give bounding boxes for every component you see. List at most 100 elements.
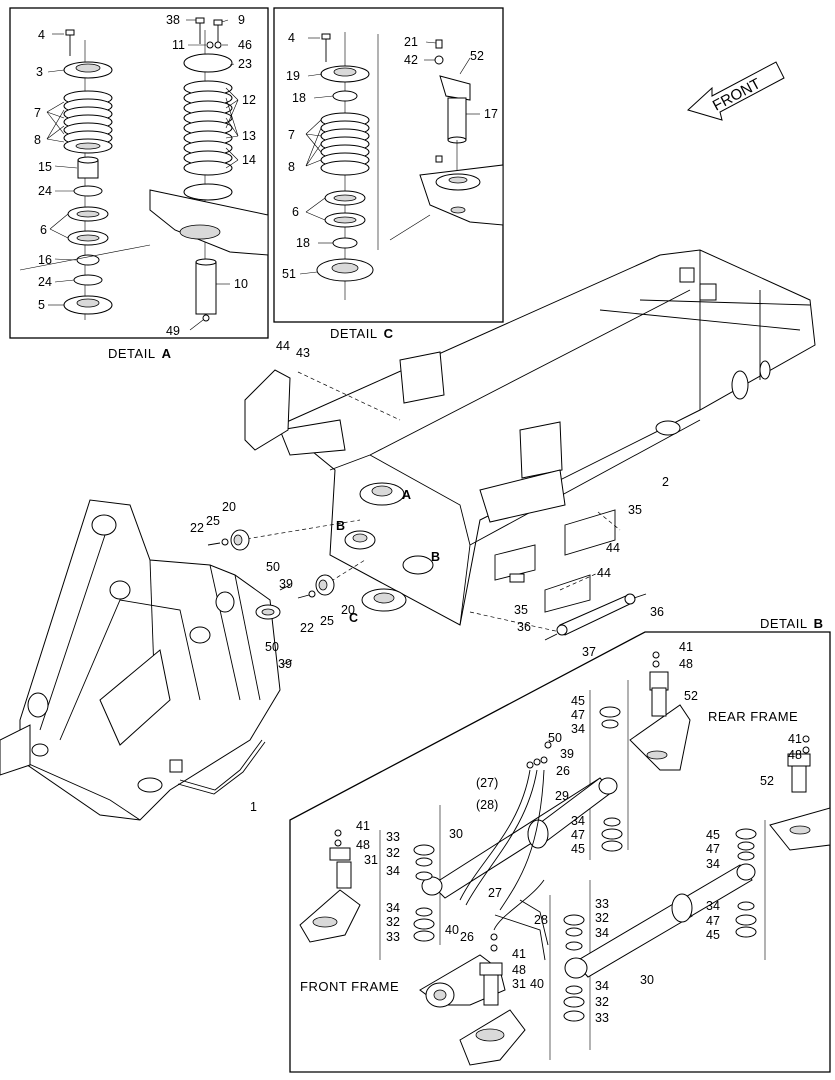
- callout-m39b: 39: [278, 657, 292, 671]
- callout-m22a: 22: [190, 521, 204, 535]
- callout-b26b: 26: [460, 930, 474, 944]
- callout-m43: 43: [296, 346, 310, 360]
- callout-b30b: 30: [640, 973, 654, 987]
- callout-c6: 6: [292, 205, 299, 219]
- callout-m50b: 50: [265, 640, 279, 654]
- callout-m20b: 20: [341, 603, 355, 617]
- callout-c4: 4: [288, 31, 295, 45]
- callout-c51: 51: [282, 267, 296, 281]
- callout-m44b: 44: [606, 541, 620, 555]
- rear-frame-label: REAR FRAME: [708, 709, 798, 724]
- shim-stack-a: [63, 90, 113, 154]
- callout-b32a: 32: [386, 846, 400, 860]
- callout-m37: 37: [582, 645, 596, 659]
- shim-stack-c: [320, 112, 370, 176]
- callout-b34d: 34: [386, 864, 400, 878]
- rear-frame: [239, 249, 816, 641]
- callout-b31b: 31: [512, 977, 526, 991]
- callout-b33b: 33: [386, 930, 400, 944]
- callout-b26a: 26: [556, 764, 570, 778]
- callout-a6: 6: [40, 223, 47, 237]
- shim-stack-a-right: [183, 80, 233, 176]
- callout-b27p: (27): [476, 776, 498, 790]
- callout-m25a: 25: [206, 514, 220, 528]
- callout-b39: 39: [560, 747, 574, 761]
- callout-c8: 8: [288, 160, 295, 174]
- callout-m36a: 36: [650, 605, 664, 619]
- bolt-part: [65, 29, 75, 56]
- callout-m44c: 44: [597, 566, 611, 580]
- callout-b52a: 52: [684, 689, 698, 703]
- callout-m39a: 39: [279, 577, 293, 591]
- callout-a38: 38: [166, 13, 180, 27]
- callout-b47c: 47: [706, 842, 720, 856]
- callout-c21: 21: [404, 35, 418, 49]
- callout-a7: 7: [34, 106, 41, 120]
- callout-a15: 15: [38, 160, 52, 174]
- callout-c17: 17: [484, 107, 498, 121]
- callout-a4: 4: [38, 28, 45, 42]
- callout-b28: 28: [534, 913, 548, 927]
- callout-b45c: 45: [706, 828, 720, 842]
- callout-b29: 29: [555, 789, 569, 803]
- callout-a10: 10: [234, 277, 248, 291]
- front-frame: [0, 499, 293, 821]
- callout-a13: 13: [242, 129, 256, 143]
- callout-b41a: 41: [679, 640, 693, 654]
- callout-b32c: 32: [595, 911, 609, 925]
- callout-b48a: 48: [679, 657, 693, 671]
- callout-mB1: B: [336, 519, 345, 533]
- callout-b33a: 33: [386, 830, 400, 844]
- rubber-pads: [207, 529, 335, 599]
- callout-b34b: 34: [571, 814, 585, 828]
- callout-b47b: 47: [571, 828, 585, 842]
- callout-b41b: 41: [788, 732, 802, 746]
- detail-c-panel: [273, 7, 504, 323]
- callout-b33d: 33: [595, 1011, 609, 1025]
- callout-b34f: 34: [595, 926, 609, 940]
- callout-b40b: 40: [530, 977, 544, 991]
- callout-b41c: 41: [356, 819, 370, 833]
- callout-m36b: 36: [517, 620, 531, 634]
- callout-b30a: 30: [449, 827, 463, 841]
- callout-a49: 49: [166, 324, 180, 338]
- callout-a16: 16: [38, 253, 52, 267]
- callout-b40a: 40: [445, 923, 459, 937]
- callout-b47d: 47: [706, 914, 720, 928]
- callout-b48d: 48: [512, 963, 526, 977]
- callout-c42: 42: [404, 53, 418, 67]
- callout-a5: 5: [38, 298, 45, 312]
- callout-mA: A: [402, 488, 411, 502]
- callout-m22b: 22: [300, 621, 314, 635]
- callout-mC: C: [349, 611, 358, 625]
- callout-c7: 7: [288, 128, 295, 142]
- callout-b34c: 34: [706, 857, 720, 871]
- detail-a-panel: [9, 7, 269, 339]
- callout-b45d: 45: [706, 928, 720, 942]
- front-direction-arrow: FRONT: [687, 61, 785, 121]
- callout-b33c: 33: [595, 897, 609, 911]
- callout-a8: 8: [34, 133, 41, 147]
- callout-b34h: 34: [595, 979, 609, 993]
- callout-a9: 9: [238, 13, 245, 27]
- callout-m25b: 25: [320, 614, 334, 628]
- callout-b47a: 47: [571, 708, 585, 722]
- callout-a12: 12: [242, 93, 256, 107]
- callout-b34g: 34: [706, 899, 720, 913]
- front-label: FRONT: [710, 75, 764, 114]
- callout-m35b: 35: [514, 603, 528, 617]
- callout-m1: 1: [250, 800, 257, 814]
- callout-b31a: 31: [364, 853, 378, 867]
- callout-b28p: (28): [476, 798, 498, 812]
- callout-a46: 46: [238, 38, 252, 52]
- callout-a24a: 24: [38, 184, 52, 198]
- callout-b32d: 32: [595, 995, 609, 1009]
- callout-b34e: 34: [386, 901, 400, 915]
- callout-c52: 52: [470, 49, 484, 63]
- callout-b41d: 41: [512, 947, 526, 961]
